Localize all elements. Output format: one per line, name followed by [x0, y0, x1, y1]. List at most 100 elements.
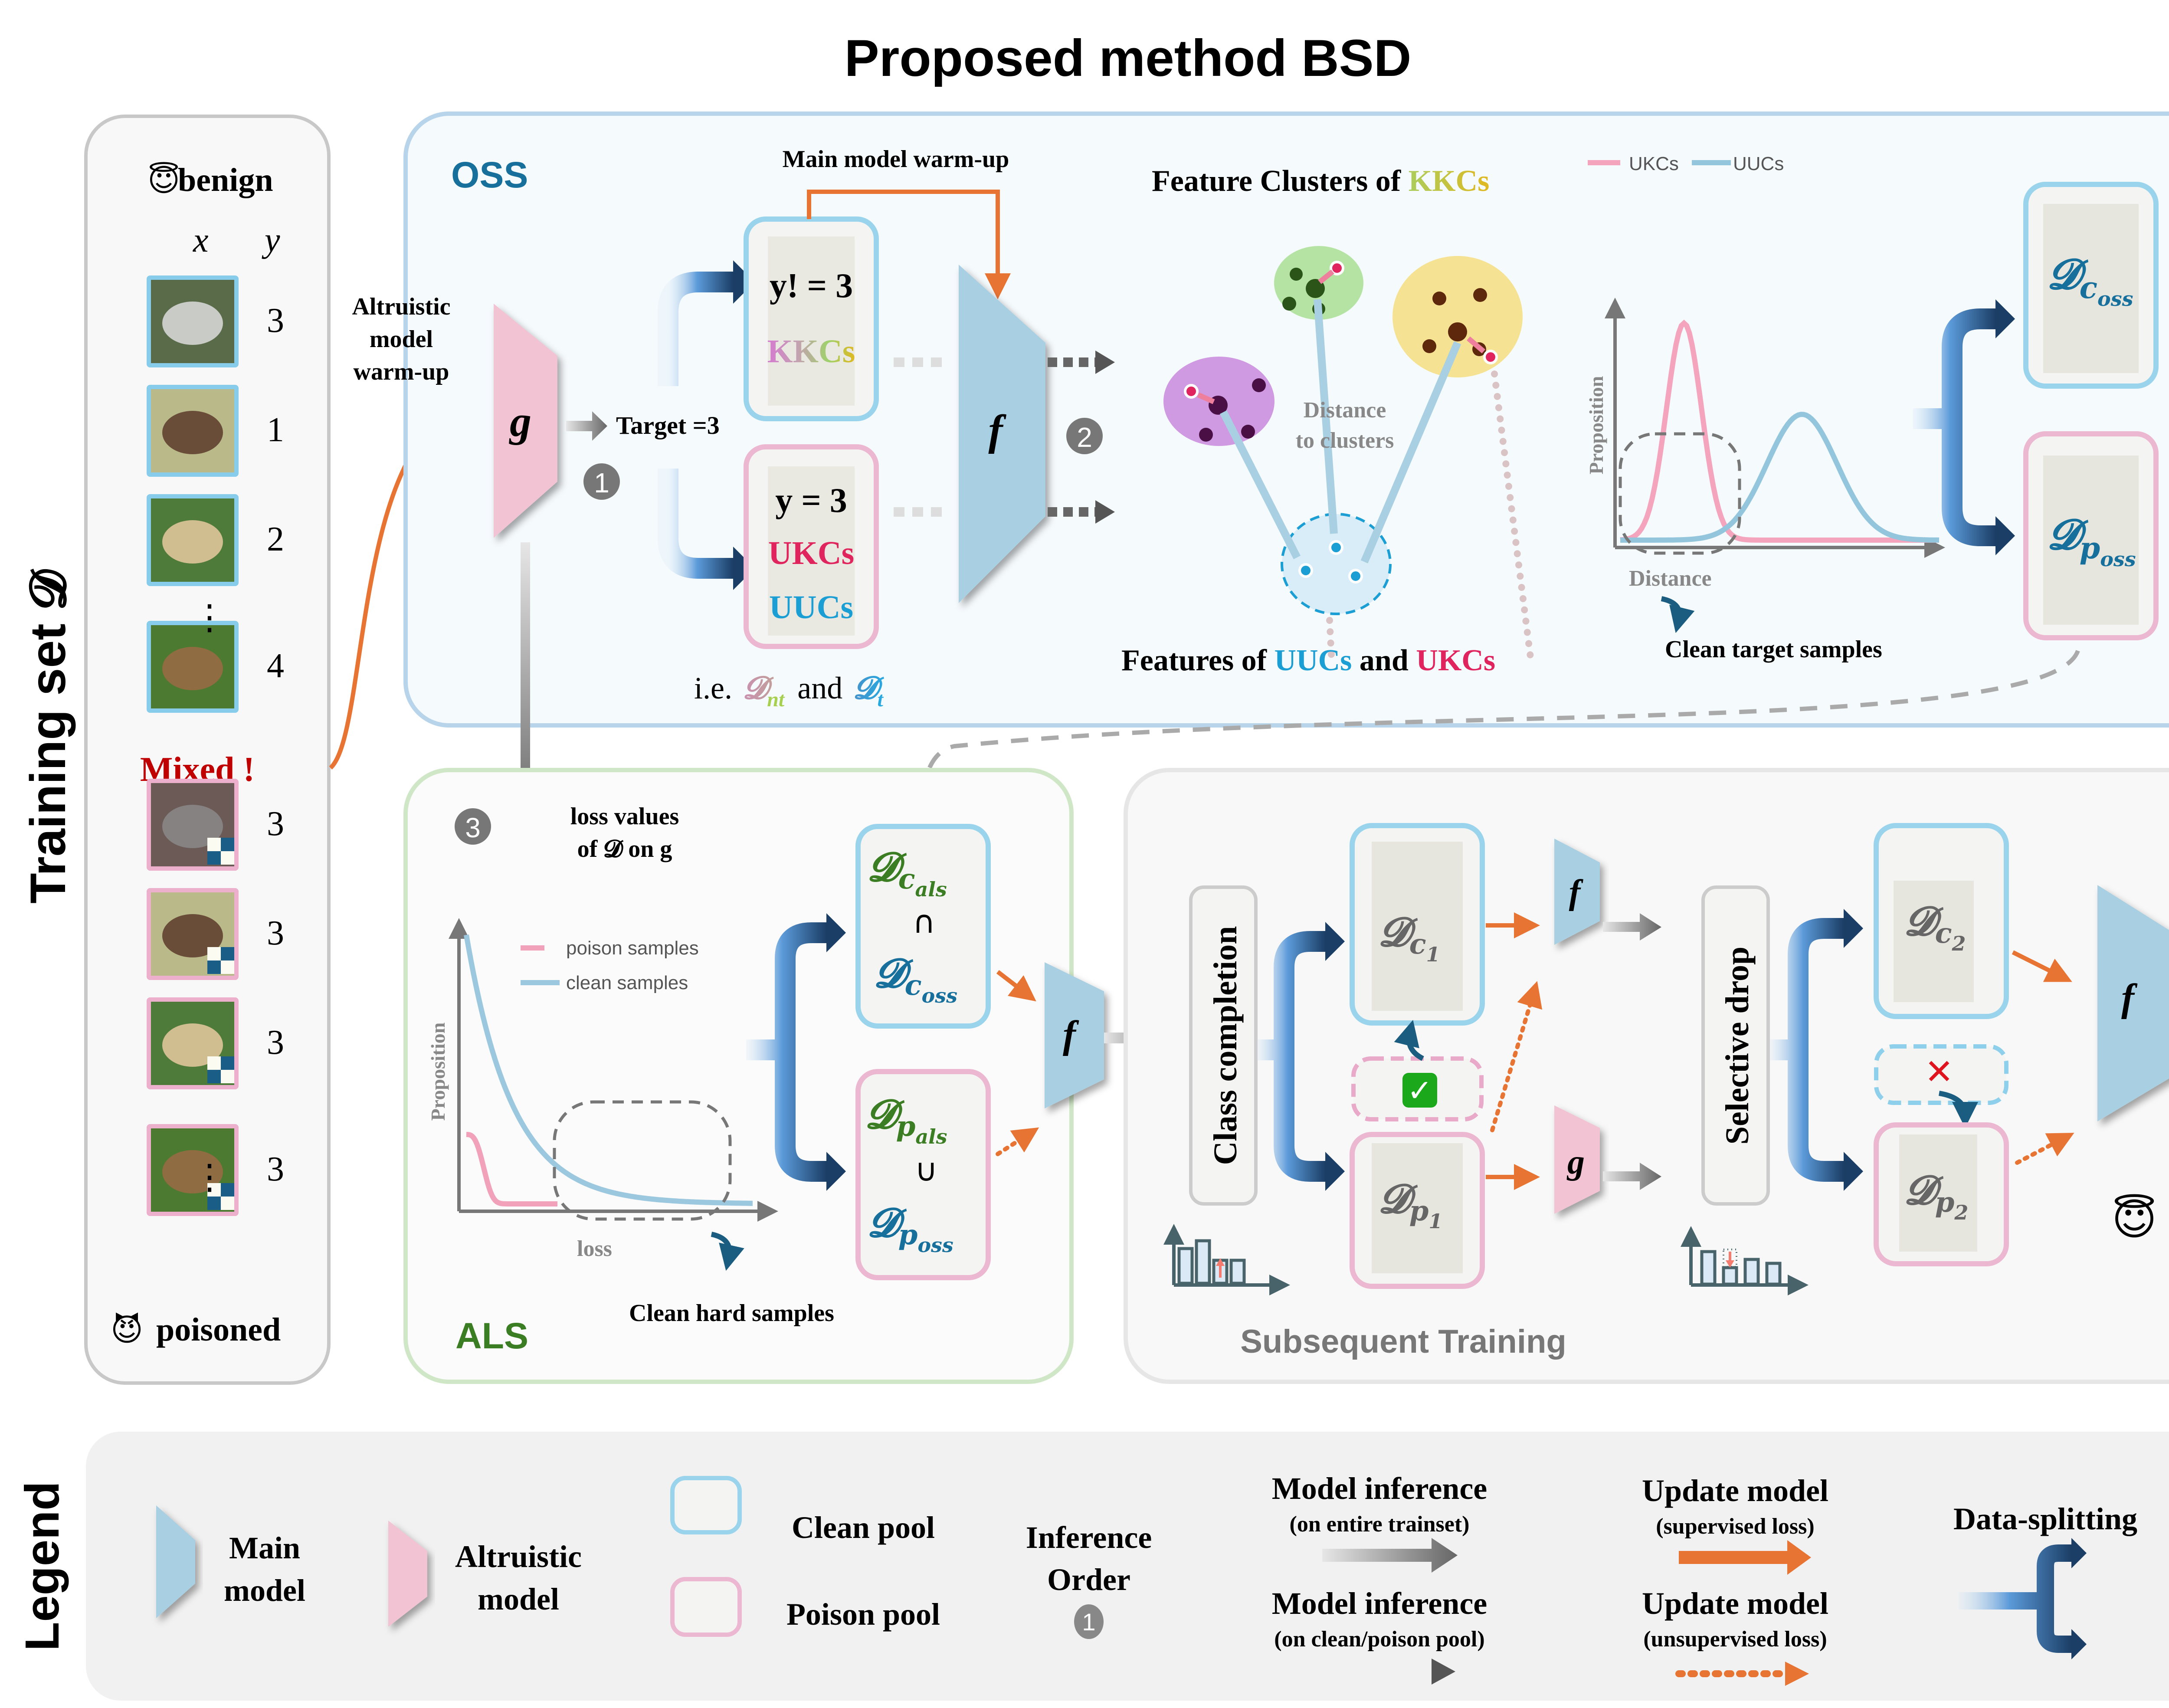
legend-main-model-shape	[156, 1505, 195, 1618]
distance-label-1: Distance	[1304, 398, 1386, 423]
dp1-to-f-dotted	[1490, 981, 1543, 1132]
altruistic-warmup-line1: Altruistic	[352, 293, 450, 320]
als-caption: Clean hard samples	[629, 1300, 834, 1327]
oss-section-label: OSS	[451, 154, 528, 195]
final-benign-emoji: 😇	[2112, 1194, 2157, 1245]
pool-target	[744, 444, 879, 649]
sample-label: 1	[267, 411, 284, 449]
cc-split	[1257, 931, 1325, 1182]
dropped-to-poison-box	[1874, 1044, 2008, 1105]
selective-drop-box	[1701, 885, 1770, 1206]
uuc-feature-region	[1281, 513, 1392, 615]
features-caption: Features of UUCs and UKCs	[1121, 644, 1495, 677]
als-split	[746, 922, 826, 1182]
poisoned-sample: 3	[147, 997, 284, 1089]
poisoned-sample: 3	[147, 888, 284, 980]
step1-text: 1	[594, 467, 609, 498]
f-to-selective-arrow	[1603, 913, 1661, 941]
ukc-distribution-curve	[1620, 319, 1939, 543]
pool-target-cond: y = 3	[775, 482, 847, 520]
subsequent-section-label: Subsequent Training	[1240, 1323, 1566, 1360]
als-poison-pool	[855, 1069, 991, 1280]
oss-ylabel: Proposition	[1585, 376, 1607, 475]
f-output-dashed	[1048, 351, 1115, 524]
legend-update-model-2-arrow	[1675, 1662, 1809, 1686]
clean-target-highlight	[1619, 432, 1741, 555]
oss-output-split	[1913, 308, 1995, 546]
legend-inference-order-1: Inference	[1026, 1520, 1152, 1555]
legend-data-splitting-arrow	[1959, 1544, 2071, 1653]
subsequent-training-panel: Subsequent Training Class completion 𝓓c1…	[1124, 768, 2169, 1384]
poss-to-als-connector	[917, 650, 2080, 812]
trigger-patch	[207, 838, 221, 851]
pool-nontarget-tag: KKCs	[767, 333, 855, 370]
d-poss-als-label: 𝓓poss	[868, 1199, 953, 1257]
sample-label: 4	[267, 647, 284, 685]
d-poss-pool	[2023, 431, 2159, 640]
legend-model-inference-1-arrow	[1322, 1538, 1458, 1573]
poisoned-sample: 3	[147, 779, 284, 871]
oss-output-down-head	[1995, 516, 2015, 555]
dc2-pool	[1874, 823, 2009, 1019]
step3-text: 3	[465, 812, 481, 843]
loss-caption-2: of 𝓓 on g	[577, 836, 672, 862]
oss-caption: Clean target samples	[1665, 636, 1882, 663]
als-main-model-f	[1045, 962, 1104, 1108]
als-split-up-head	[826, 913, 846, 952]
subseq-g-label: g	[1566, 1143, 1585, 1181]
als-legend-clean: clean samples	[566, 972, 688, 993]
move-to-poison-arrow	[1938, 1091, 1978, 1128]
legend-altruistic-model-2: model	[478, 1582, 559, 1616]
cluster-title: Feature Clusters of KKCs	[1152, 164, 1489, 198]
legend-main-model-1: Main	[229, 1531, 300, 1565]
final-main-model-f	[2097, 885, 2169, 1121]
main-model-f	[959, 265, 1045, 603]
altruistic-model-g	[494, 304, 557, 538]
move-to-clean-arrow	[1394, 1020, 1424, 1061]
als-supervised-arrow	[996, 970, 1036, 1002]
training-set-label: Training set 𝓓	[20, 568, 76, 903]
ellipsis-poisoned: ⋮	[192, 1157, 227, 1197]
step2-badge	[1066, 418, 1103, 454]
step3-badge	[455, 808, 491, 845]
als-panel: ALS 3 loss values of 𝓓 on g poison sampl…	[403, 768, 1074, 1384]
step1-badge	[583, 463, 620, 500]
step2-text: 2	[1077, 422, 1092, 453]
legend-poison-pool-swatch	[670, 1577, 742, 1637]
legend-altruistic-model-shape	[388, 1521, 427, 1627]
poisoned-emoji: 😈	[111, 1311, 143, 1348]
legend-label: Legend	[16, 1481, 69, 1651]
legend-altruistic-model-1: Altruistic	[455, 1539, 582, 1574]
legend-poison-pool-label: Poison pool	[786, 1597, 940, 1632]
dc2-label: 𝓓c2	[1904, 898, 1966, 955]
als-legend-poison: poison samples	[566, 938, 699, 959]
oss-legend-uucs: UUCs	[1733, 153, 1784, 174]
als-clean-pool	[855, 824, 991, 1029]
subseq-f-model	[1554, 839, 1600, 945]
sample-label: 3	[267, 914, 284, 952]
clean-hard-highlight	[553, 1100, 732, 1221]
ellipsis-benign: ⋮	[192, 597, 227, 637]
class-completion-box	[1189, 885, 1258, 1206]
altruistic-warmup-line2: model	[370, 326, 433, 353]
legend-clean-pool-label: Clean pool	[792, 1510, 935, 1545]
als-section-label: ALS	[455, 1315, 528, 1356]
selective-drop-histogram-icon	[1681, 1226, 1809, 1295]
column-y-header: y	[262, 221, 280, 259]
sample-label: 3	[267, 805, 284, 843]
pool-to-f-dashed	[894, 357, 946, 517]
sd-split	[1770, 918, 1844, 1182]
als-xlabel: loss	[577, 1236, 612, 1261]
g-to-selective-arrow	[1603, 1163, 1661, 1190]
pool-target-uucs: UUCs	[769, 589, 853, 626]
legend-model-inference-2-title: Model inference	[1272, 1586, 1488, 1621]
benign-sample: 4	[147, 621, 284, 713]
dp1-label: 𝓓p1	[1379, 1175, 1442, 1233]
oss-output-up-head	[1995, 299, 2015, 338]
altruistic-warmup-line3: warm-up	[354, 358, 449, 385]
oss-panel: OSS Altruistic model warm-up g Target =3…	[352, 111, 2169, 728]
loss-caption-1: loss values	[570, 803, 679, 830]
uuc-distribution-curve	[1620, 412, 1940, 543]
